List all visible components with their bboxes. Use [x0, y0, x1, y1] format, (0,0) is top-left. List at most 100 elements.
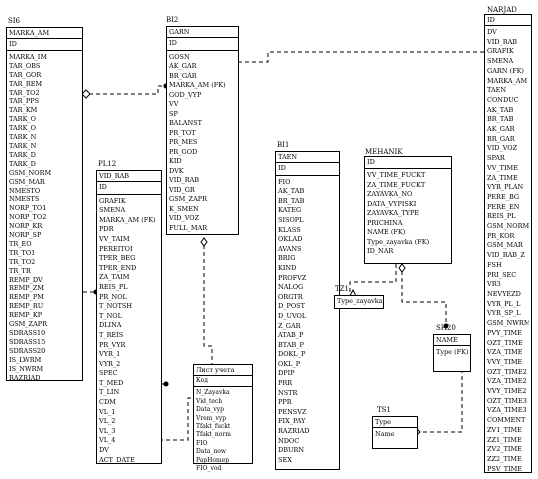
entity-field: VID_RAB_Z — [487, 251, 525, 260]
entity-title-naryad: ID — [485, 15, 531, 26]
entity-field: PROFVZ — [278, 273, 307, 282]
entity-field: PENSVZ — [278, 407, 307, 416]
entity-field: REMP_KP — [9, 311, 43, 320]
entity-field: VR3 — [487, 280, 501, 289]
entity-title-type: Type — [373, 417, 417, 428]
entity-field: DVK — [169, 166, 184, 175]
entity-label-type: TS1 — [377, 406, 391, 414]
entity-field: TARK_D — [9, 159, 36, 168]
entity-field: SPEC — [99, 369, 118, 378]
entity-field: Tfakt_fuckt — [196, 423, 231, 431]
entity-title-taen: TAEN — [276, 152, 339, 163]
entity-field: Name — [375, 430, 395, 438]
rel-marka-garn — [82, 85, 166, 95]
entity-field: IS_LWRM — [9, 355, 42, 364]
entity-field: D_POST — [278, 302, 305, 311]
entity-field: SDRASS10 — [9, 329, 46, 337]
entity-field: VZA_TIME2 — [487, 377, 527, 386]
entity-label-taen: BI1 — [277, 141, 290, 149]
entity-title-type-zayavka: Type_zayavka — [337, 297, 383, 305]
entity-field: TARK_N — [9, 133, 37, 142]
entity-field: OZT_TIME2 — [487, 367, 527, 376]
entity-field: ID_NAR — [367, 247, 394, 255]
entity-field: TPER_END — [99, 263, 137, 272]
entity-field: T_MED — [99, 378, 124, 387]
entity-field: PVY_TIME — [487, 328, 522, 337]
entity-field: VYR_PLAN — [487, 183, 524, 192]
entity-field: TAR_REM — [9, 79, 43, 88]
entity-field: FIO — [278, 177, 291, 186]
entity-field: NORP_TO2 — [9, 213, 47, 222]
entity-field: DV — [487, 28, 497, 36]
entity-field: SISOPL — [278, 215, 304, 224]
entity-field: DATA_VYPISKI — [367, 199, 417, 208]
entity-label-name: SH20 — [436, 324, 456, 332]
entity-field: VYR_PL_L — [487, 299, 521, 308]
entity-field: VV_TIME — [487, 163, 518, 172]
entity-type-zayavka[interactable]: Type_zayavka — [334, 295, 384, 309]
entity-field: VZA_TIME3 — [487, 406, 527, 415]
entity-field: T_NOL — [99, 311, 122, 320]
fields-type: Name — [373, 428, 417, 440]
entity-field: ZAYAVKA_TYPE — [367, 209, 420, 217]
entity-field: VYR_2 — [99, 359, 121, 368]
entity-field: VID_RAB — [169, 176, 200, 184]
entity-name[interactable]: NAME Type (FK) — [433, 334, 471, 372]
entity-field: SPAR — [487, 154, 505, 163]
entity-field: VZA_TIME — [487, 348, 523, 357]
entity-field: ZZ1_TIME — [487, 435, 522, 444]
entity-field: ZA_TIME_FUCKT — [367, 180, 426, 189]
entity-field: DBURN — [278, 446, 305, 455]
entity-field: GSM_MAR — [9, 177, 45, 186]
entity-field: GSM_NORM — [487, 222, 529, 231]
entity-label-garn: BI2 — [166, 16, 179, 24]
entity-field: PR_NOL — [99, 292, 127, 301]
entity-field: FIX_PAY — [278, 417, 306, 426]
entity-field: REIS_PL — [487, 212, 516, 221]
entity-field: TR_TR — [9, 266, 31, 275]
pk-field: ID — [9, 40, 17, 48]
entity-field: VVY_TIME2 — [487, 387, 527, 396]
entity-field: ORGTR — [278, 292, 303, 301]
entity-title-list-ucheta: Лист учета — [194, 365, 252, 376]
entity-field: REMP_RU — [9, 302, 44, 311]
pk-field: ID — [99, 183, 107, 191]
entity-field: FSH — [487, 260, 502, 269]
entity-field: OKL_P — [278, 359, 301, 368]
entity-field: VID_GR — [169, 185, 195, 194]
entity-field: NORP_TO1 — [9, 204, 47, 213]
entity-field: MARKA_AM (FK) — [99, 215, 156, 224]
entity-field: T_LIN — [99, 388, 120, 397]
entity-field: PERE_EN — [487, 202, 520, 211]
entity-field: TAR_PPS — [9, 97, 40, 106]
entity-field: BR_TAB — [278, 196, 305, 205]
entity-field: TARK_N — [9, 141, 37, 150]
entity-field: PRICHINA — [367, 218, 403, 227]
entity-field: GOD_VYP — [169, 90, 202, 99]
entity-field: D_UVOL — [278, 311, 307, 320]
entity-field: TR_TO1 — [9, 248, 36, 257]
entity-field: TAR_KM — [9, 106, 38, 115]
pk-garn: ID — [167, 38, 238, 51]
entity-field: TAEN — [487, 86, 507, 95]
entity-field: TAR_GOR — [9, 70, 42, 79]
entity-field: Data_now — [196, 448, 226, 456]
entity-type[interactable]: Type Name — [372, 416, 418, 449]
entity-label-mehanik: MEHANIK — [365, 148, 403, 156]
entity-field: PR_GOD — [169, 147, 198, 156]
rel-mehanik-name — [401, 264, 447, 326]
entity-field: KIND — [278, 263, 297, 272]
entity-field: NDOC — [278, 436, 300, 445]
